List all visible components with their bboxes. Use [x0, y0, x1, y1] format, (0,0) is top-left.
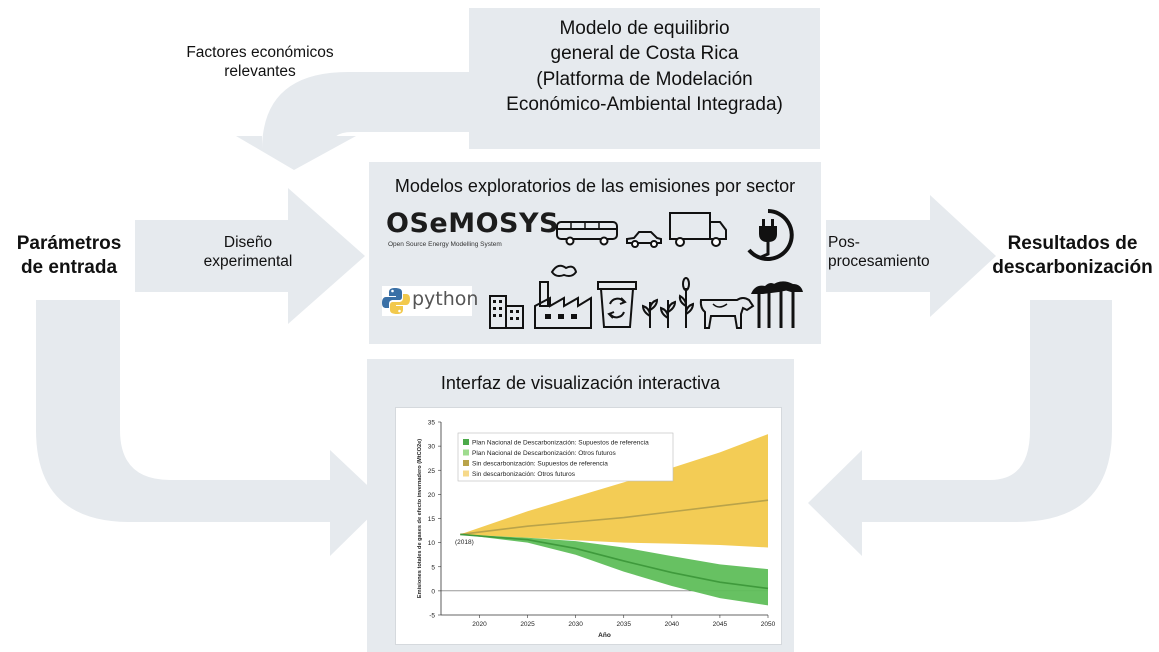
series-band-2 — [460, 534, 768, 606]
factory-icon — [534, 264, 592, 329]
legend-swatch — [463, 449, 469, 456]
y-tick-label: 25 — [428, 468, 436, 475]
x-axis-label: Año — [598, 632, 611, 639]
crops-icon — [641, 277, 695, 328]
y-tick-label: 15 — [428, 516, 436, 523]
legend-swatch — [463, 460, 469, 466]
legend-entry: Plan Nacional de Descarbonización: Supue… — [472, 440, 649, 447]
y-axis-label: Emisiones totales de gases de efecto inv… — [417, 439, 423, 598]
general-model-line-2: general de Costa Rica — [550, 43, 739, 65]
x-tick-label: 2030 — [568, 621, 583, 628]
exploratory-models-title: Modelos exploratorios de las emisiones p… — [394, 176, 796, 196]
annotation-2018: (2018) — [455, 539, 474, 546]
experimental-design-label: Diseño experimental — [178, 233, 318, 272]
post-processing-arrow — [826, 195, 996, 317]
inputs-to-visualization-arrow — [36, 300, 385, 556]
emissions-chart: 35 30 25 20 15 10 5 0 -5 2020 2025 2030 2035 2040 2045… — [417, 420, 776, 640]
x-tick-label: 2050 — [761, 621, 776, 628]
general-model-label: Modelo de equilibrio general de Costa Ri… — [469, 16, 820, 117]
series-band-0 — [460, 434, 768, 548]
visualization-title: Interfaz de visualización interactiva — [440, 373, 721, 393]
python-logo-text: python — [412, 288, 479, 310]
post-processing-label: Pos- procesamiento — [828, 233, 930, 272]
bus-icon — [556, 221, 618, 246]
general-model-line-3: (Platforma de Modelación — [536, 68, 753, 90]
post-processing-line-2: procesamiento — [828, 253, 930, 271]
car-icon — [626, 231, 662, 248]
economic-factors-label: Factores económicos relevantes — [150, 43, 370, 82]
economic-factors-line-2: relevantes — [224, 63, 296, 81]
electric-plug-icon — [747, 209, 794, 261]
post-processing-line-1: Pos- — [828, 234, 860, 251]
legend-box — [457, 432, 674, 482]
general-model-line-1: Modelo de equilibrio — [559, 18, 730, 39]
inputs-line-1: Parámetros — [16, 233, 122, 254]
results-label: Resultados de descarbonización — [986, 232, 1159, 280]
economic-factors-line-1: Factores económicos — [186, 44, 334, 61]
x-tick-label: 2040 — [665, 621, 680, 628]
economic-factors-arrow — [236, 72, 470, 170]
cow-icon — [699, 297, 755, 329]
waste-recycling-icon — [597, 281, 637, 328]
x-tick-label: 2020 — [472, 621, 487, 628]
results-line-2: descarbonización — [992, 256, 1153, 278]
y-tick-label: 30 — [428, 444, 436, 451]
general-model-line-4: Económico-Ambiental Integrada) — [506, 93, 783, 115]
python-logo-badge — [382, 286, 472, 316]
y-tick-label: 10 — [428, 540, 436, 547]
osemosys-logo: OSeMOSYS — [386, 208, 559, 239]
x-tick-label: 2035 — [617, 621, 632, 628]
experimental-design-line-2: experimental — [203, 253, 293, 271]
legend-swatch — [463, 439, 469, 445]
general-model-panel — [469, 8, 820, 149]
y-tick-label: -5 — [429, 613, 435, 620]
results-to-visualization-arrow — [808, 300, 1112, 556]
legend-entry: Sin descarbonización: Otros futuros — [472, 471, 576, 478]
buildings-icon — [489, 295, 524, 329]
legend-entry: Sin descarbonización: Supuestos de refer… — [472, 461, 608, 468]
series-line-1 — [460, 499, 769, 536]
results-line-1: Resultados de — [1007, 233, 1138, 254]
inputs-line-2: de entrada — [20, 256, 118, 278]
trees-icon — [751, 281, 803, 328]
osemosys-logo-subtitle: Open Source Energy Modelling System — [388, 241, 502, 248]
x-tick-label: 2025 — [520, 621, 535, 628]
y-tick-label: 35 — [428, 420, 436, 427]
experimental-design-line-1: Diseño — [223, 234, 273, 251]
inputs-label: Parámetros de entrada — [0, 232, 138, 280]
y-tick-label: 5 — [431, 564, 435, 571]
truck-icon — [669, 212, 727, 247]
experimental-design-arrow — [135, 188, 365, 324]
y-tick-label: 20 — [428, 492, 436, 499]
legend-entry: Plan Nacional de Descarbonización: Otros… — [472, 450, 617, 457]
emissions-chart-card: 35 30 25 20 15 10 5 0 -5 2020 2025 2030 2035 2040 2045… — [396, 408, 781, 644]
python-icon — [382, 288, 410, 314]
series-line-3 — [460, 533, 769, 590]
y-tick-label: 0 — [431, 588, 435, 595]
x-tick-label: 2045 — [713, 621, 728, 628]
legend-swatch — [463, 470, 469, 477]
